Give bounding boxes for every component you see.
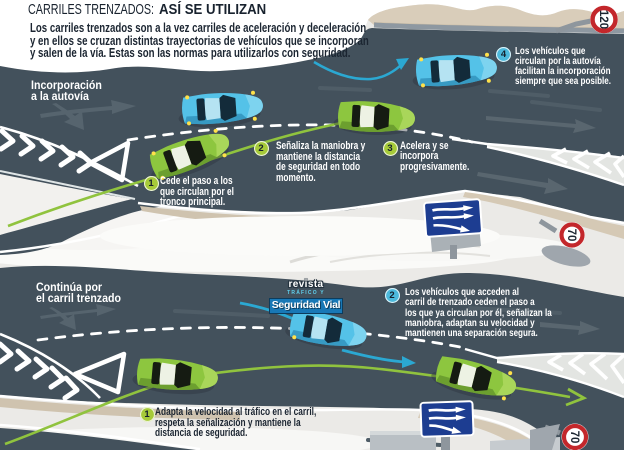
logo-trafico: TRÁFICO Y: [287, 290, 325, 296]
step-2-scene2: 2 Los vehículos que acceden al carril de…: [384, 287, 584, 340]
step-number-badge: 2: [253, 141, 269, 157]
title-prefix: CARRILES TRENZADOS:: [28, 2, 155, 18]
step-text: Cede el paso a los que circulan por el t…: [160, 175, 234, 209]
scene1-road: 120 70: [0, 4, 624, 267]
svg-text:70: 70: [568, 431, 580, 444]
cyan-trajectory-scene2: [341, 348, 407, 364]
step-number-badge: 3: [382, 140, 398, 156]
step-text: Adapta la velocidad al tráfico en el car…: [155, 406, 317, 439]
car-green-2: [333, 101, 415, 136]
speed-sign-70-scene2: 70: [530, 423, 589, 450]
yield-triangle-marking-2: [72, 351, 127, 395]
step-text: Señaliza la maniobra y mantiene la dista…: [276, 140, 366, 184]
step-1-scene2: 1 Adapta la velocidad al tráfico en el c…: [139, 406, 361, 439]
step-number-badge: 4: [496, 47, 511, 63]
logo-seguridad-vial: Seguridad Vial: [269, 299, 343, 313]
step-number-badge: 1: [139, 407, 155, 422]
step-number-badge: 1: [143, 176, 159, 192]
step-4-scene1: 4 Los vehículos que circulan por la auto…: [496, 47, 624, 86]
intro-text: Los carriles trenzados son a la vez carr…: [30, 20, 369, 61]
step-text: Los vehículos que circulan por la autoví…: [514, 46, 611, 87]
weaving-lanes-sign-scene2: [419, 400, 475, 438]
svg-text:70: 70: [565, 229, 577, 242]
car-blue-3: [285, 309, 367, 350]
yield-triangle-marking: [87, 140, 131, 183]
svg-text:120: 120: [597, 10, 609, 29]
speed-sign-70-scene1: 70: [538, 218, 591, 267]
scene2-label: Continúa por el carril trenzado: [36, 280, 122, 305]
road-surface: [0, 28, 624, 255]
car-green-4: [431, 356, 517, 401]
step-number-badge: 2: [384, 288, 400, 303]
scene2-road: 70: [0, 265, 624, 450]
step-3-scene1: 3 Acelera y se incorpora progresivamente…: [382, 139, 489, 173]
cyan-trajectory-scene1: [313, 60, 403, 81]
road-arrows: [477, 116, 596, 194]
step-text: Acelera y se incorpora progresivamente.: [400, 139, 470, 173]
logo-revista: revista: [288, 279, 324, 290]
car-blue-1: [178, 90, 263, 128]
car-blue-2: [412, 52, 497, 90]
speed-sign-120: 120: [555, 5, 618, 34]
chevron-markings-left-2: [0, 341, 80, 401]
car-green-3: [132, 358, 218, 395]
step-1-scene1: 1 Cede el paso a los que circulan por el…: [143, 175, 255, 209]
merge-arrows-icon: [40, 100, 136, 130]
dashed-lane-line-2: [36, 326, 467, 350]
title-bold: ASÍ SE UTILIZAN: [158, 2, 266, 18]
weaving-lanes-sign-scene1: [423, 198, 483, 238]
scene1-label: Incorporación a la autovía: [31, 78, 102, 103]
merge-arrows-icon-2: [40, 304, 116, 330]
step-text: Los vehículos que acceden al carril de t…: [405, 287, 552, 340]
dashed-lane-line: [126, 123, 474, 144]
seguridad-vial-logo: revista TRÁFICO Y Seguridad Vial: [265, 280, 347, 313]
barrier: [373, 22, 624, 34]
step-2-scene1: 2 Señaliza la maniobra y mantiene la dis…: [253, 140, 390, 184]
car-green-1: [149, 128, 230, 180]
